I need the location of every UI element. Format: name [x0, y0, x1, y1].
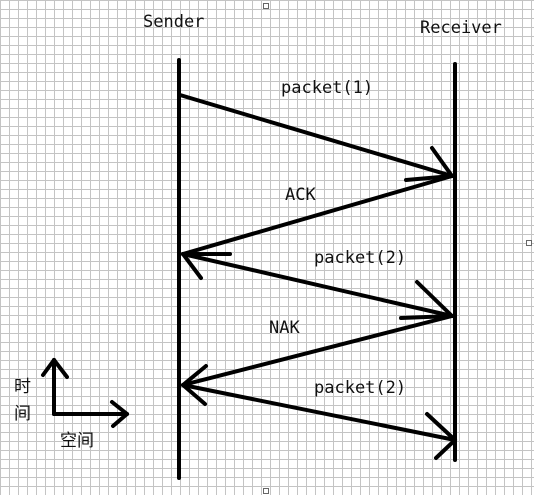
selection-handle[interactable] [263, 488, 269, 494]
message-label-packet-2: packet(2) [314, 248, 407, 268]
axis-vertical-label: 时间 [14, 377, 31, 424]
axis-vertical-arrow [41, 358, 69, 416]
message-label-packet-1: packet(1) [281, 78, 374, 98]
message-label-packet-2-retransmit: packet(2) [314, 378, 407, 398]
message-arrow-packet-2-retransmit [181, 383, 457, 460]
message-label-nak: NAK [269, 318, 300, 338]
axis-horizontal-arrow [52, 400, 129, 428]
message-label-ack: ACK [285, 185, 316, 205]
axis-horizontal-label: 空间 [60, 431, 94, 451]
message-arrow-packet-1 [178, 93, 454, 182]
selection-handle[interactable] [263, 3, 269, 9]
participant-receiver-label: Receiver [420, 18, 502, 38]
message-arrow-nak [181, 314, 454, 406]
participant-sender-label: Sender [143, 12, 205, 32]
selection-handle[interactable] [526, 240, 532, 246]
